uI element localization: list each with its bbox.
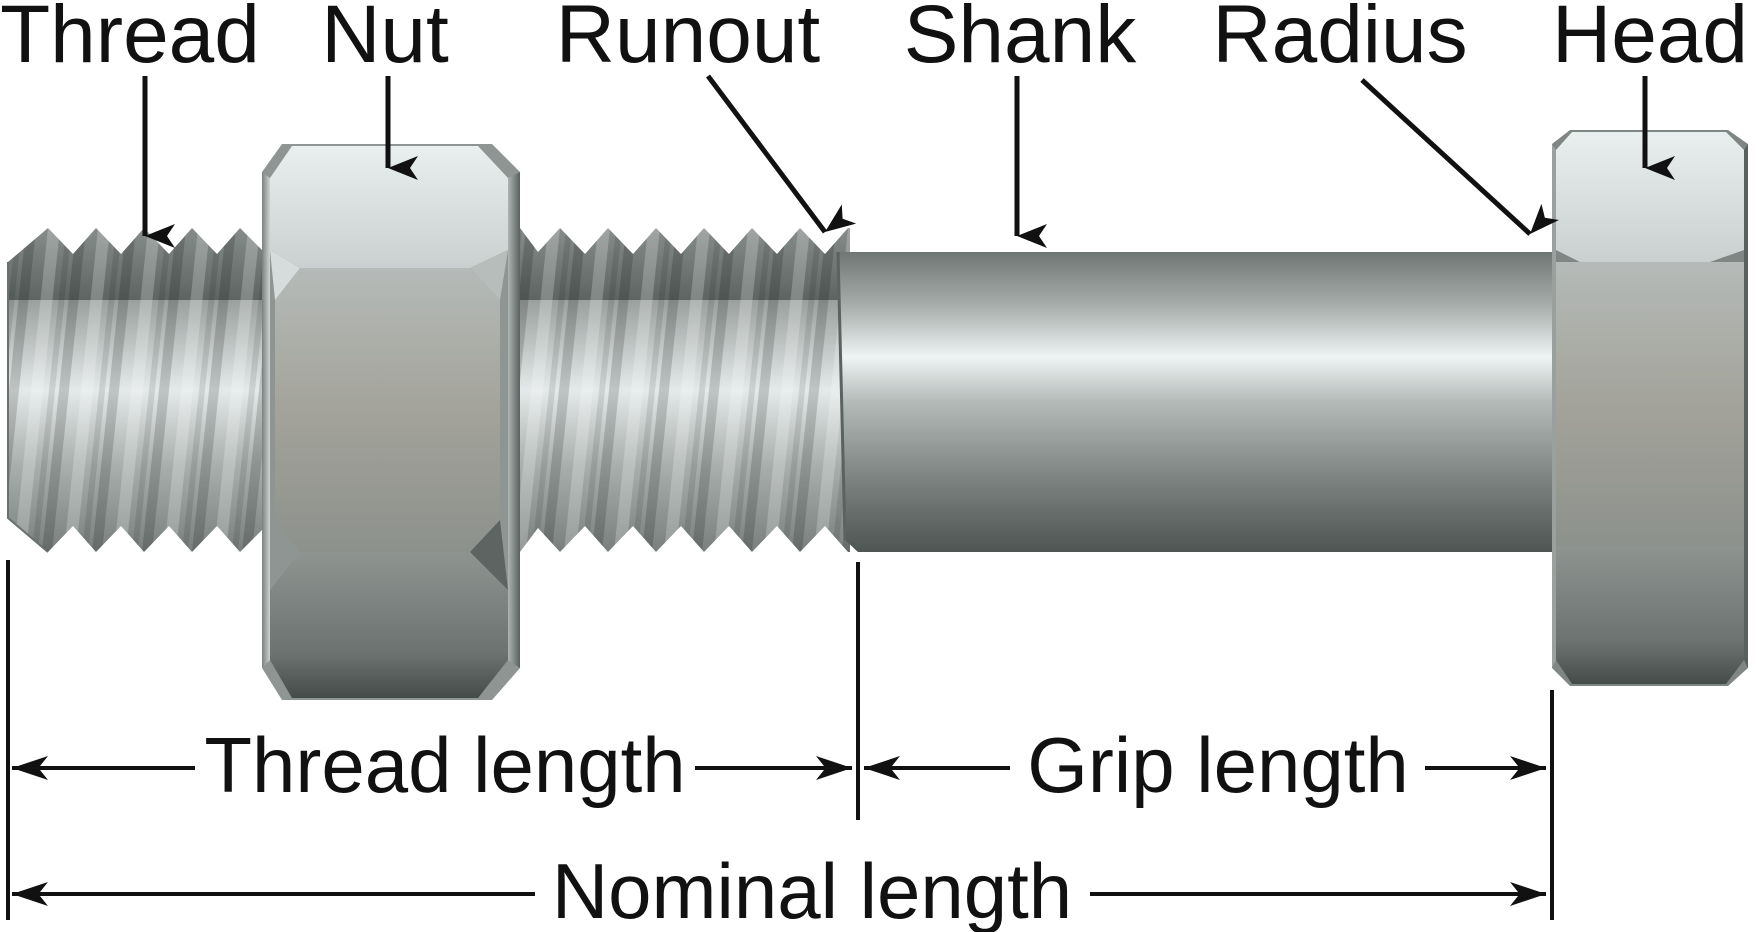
nut-hex xyxy=(262,144,520,700)
bolt-thread-end xyxy=(7,228,262,553)
bolt-head-hex xyxy=(1552,130,1748,686)
grip-length-label: Grip length xyxy=(1027,721,1409,809)
bolt-shank xyxy=(836,251,1552,552)
label-shank: Shank xyxy=(904,0,1138,80)
pointer-radius-arrow xyxy=(1360,78,1560,236)
bolt-thread-runout-section xyxy=(520,228,850,552)
label-nut: Nut xyxy=(321,0,449,80)
label-head: Head xyxy=(1552,0,1748,80)
thread-length-label: Thread length xyxy=(204,721,685,809)
nominal-length-label: Nominal length xyxy=(552,847,1072,932)
label-radius: Radius xyxy=(1212,0,1467,80)
label-runout: Runout xyxy=(556,0,821,80)
pointer-runout-arrow xyxy=(706,74,857,234)
label-thread: Thread xyxy=(0,0,260,80)
